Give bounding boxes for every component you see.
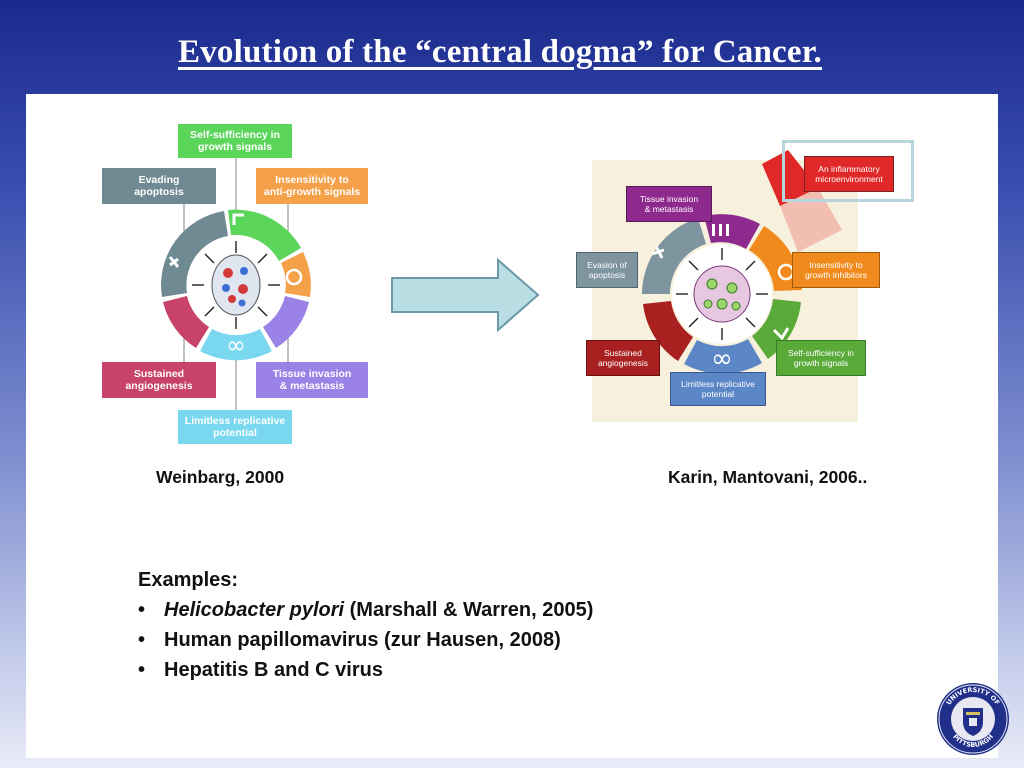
label-self-sufficiency-right: Self-sufficiency in growth signals [776,340,866,376]
label-evading-apoptosis: Evading apoptosis [102,168,216,204]
examples-heading: Examples: [138,569,239,591]
list-item: Helicobacter pylori (Marshall & Warren, … [138,595,593,625]
label-self-sufficiency: Self-sufficiency in growth signals [178,124,292,158]
inflammatory-callout-frame [782,140,914,202]
label-insensitivity-right: Insensitivity to growth inhibitors [792,252,880,288]
right-arrow-icon [391,257,540,333]
label-tissue-invasion-right: Tissue invasion & metastasis [626,186,712,222]
list-item: Hepatitis B and C virus [138,655,593,685]
svg-text:∞: ∞ [711,344,733,374]
university-seal-logo: UNIVERSITY OF PITTSBURGH [937,683,1009,755]
label-insensitivity: Insensitivity to anti-growth signals [256,168,368,204]
label-inflammatory-microenvironment: An inflammatory microenvironment [804,156,894,192]
citation-right: Karin, Mantovani, 2006.. [668,467,868,487]
label-sustained-angiogenesis-right: Sustained angiogenesis [586,340,660,376]
label-tissue-invasion: Tissue invasion & metastasis [256,362,368,398]
label-sustained-angiogenesis: Sustained angiogenesis [102,362,216,398]
slide-title: Evolution of the “central dogma” for Can… [177,34,822,70]
examples-section: Examples: Helicobacter pylori (Marshall … [138,565,593,685]
label-limitless-replicative-right: Limitless replicative potential [670,372,766,406]
hallmarks-diagram-2000: ∞ [161,154,311,412]
hallmarks-diagram-2006: ∞ [642,150,842,374]
examples-list: Helicobacter pylori (Marshall & Warren, … [138,595,593,685]
label-evasion-apoptosis: Evasion of apoptosis [576,252,638,288]
citation-left: Weinbarg, 2000 [156,467,285,487]
svg-text:∞: ∞ [226,331,246,359]
label-limitless-replicative: Limitless replicative potential [178,410,292,444]
list-item: Human papillomavirus (zur Hausen, 2008) [138,625,593,655]
